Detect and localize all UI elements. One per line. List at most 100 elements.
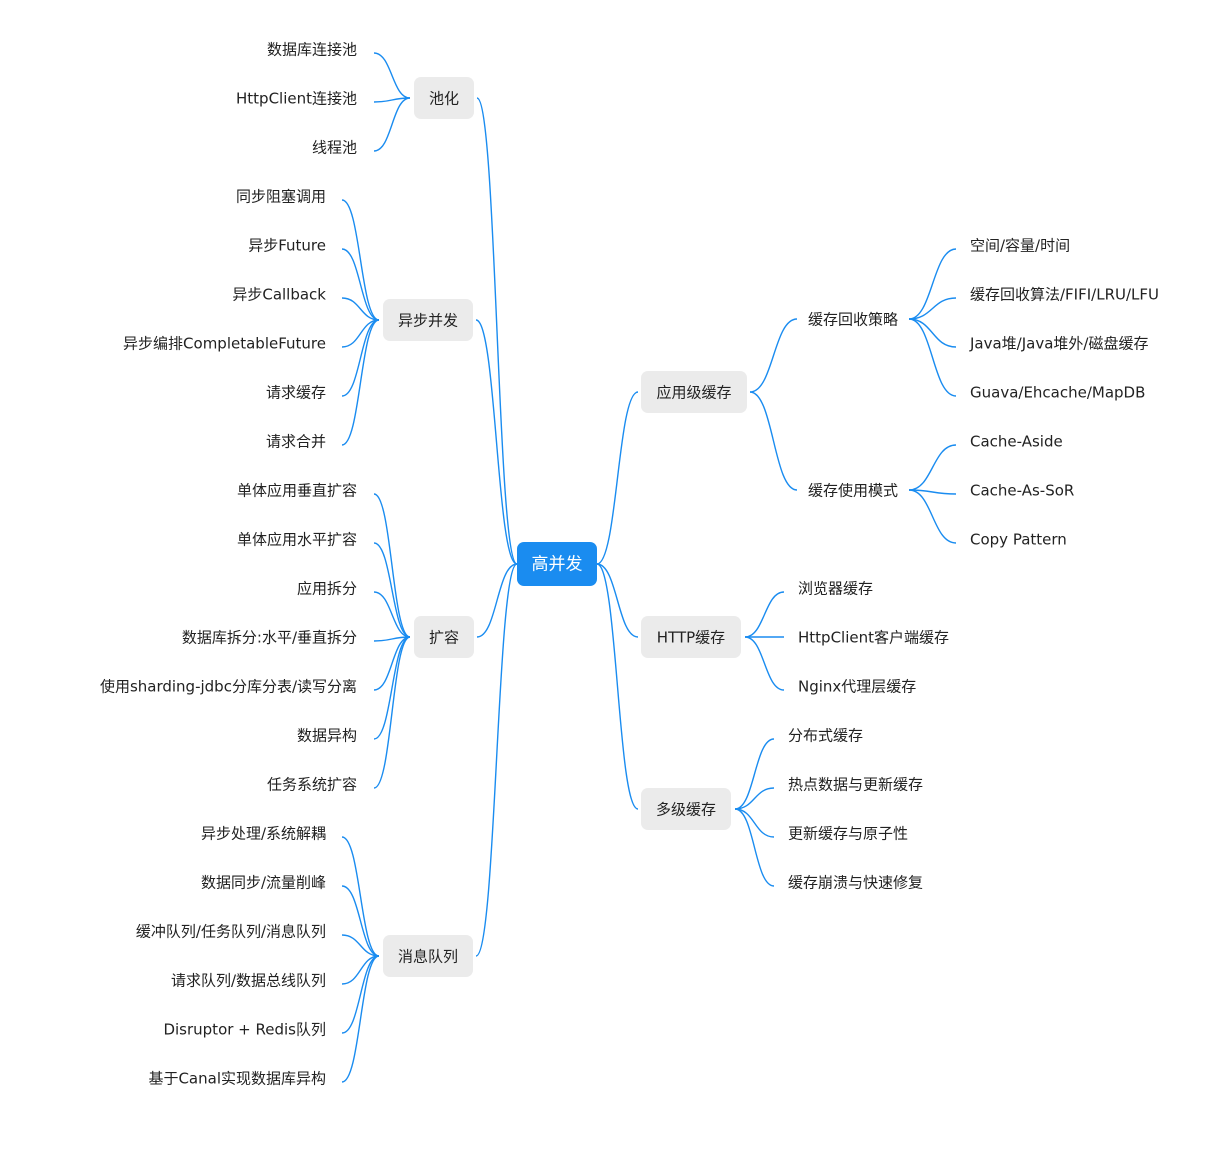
edge-left-2-6 xyxy=(373,636,411,789)
branch-left-0-box xyxy=(414,77,474,119)
branch-right-0-label: 应用级缓存 xyxy=(656,384,731,402)
leaf-left-3-1[interactable]: 数据同步/流量削峰 xyxy=(201,874,326,892)
root-node-label: 高并发 xyxy=(532,555,583,575)
leaf-left-2-5[interactable]: 数据异构 xyxy=(297,727,357,745)
branch-right-1-box xyxy=(641,616,741,658)
edge-left-3-0 xyxy=(341,836,380,957)
branch-left-2-label: 扩容 xyxy=(429,629,459,647)
leaf-left-2-1[interactable]: 单体应用水平扩容 xyxy=(237,531,357,549)
branch-left-1-label: 异步并发 xyxy=(398,312,458,330)
leaf-left-1-2[interactable]: 异步Callback xyxy=(232,286,326,304)
leaf-left-1-3[interactable]: 异步编排CompletableFuture xyxy=(123,335,326,353)
branch-right-1[interactable]: HTTP缓存 xyxy=(641,616,741,658)
leaf-left-0-2[interactable]: 线程池 xyxy=(312,139,357,157)
leaf-right-1-1[interactable]: HttpClient客户端缓存 xyxy=(798,629,949,647)
leaf-left-2-6[interactable]: 任务系统扩容 xyxy=(267,776,357,794)
edge-root-left-2 xyxy=(476,563,518,638)
branch-left-3-label: 消息队列 xyxy=(398,948,458,966)
edge-right-2-1 xyxy=(734,787,775,810)
leaf-left-3-0[interactable]: 异步处理/系统解耦 xyxy=(201,825,326,843)
leaf-right-0-0-0[interactable]: 空间/容量/时间 xyxy=(970,237,1070,255)
branch-right-0-box xyxy=(641,371,747,413)
branch-right-2-box xyxy=(641,788,731,830)
leaf-right-2-2[interactable]: 更新缓存与原子性 xyxy=(788,825,908,843)
edge-left-1-4 xyxy=(341,319,380,397)
edge-left-2-0 xyxy=(373,493,411,638)
leaf-left-0-0[interactable]: 数据库连接池 xyxy=(267,41,357,59)
leaf-left-2-3[interactable]: 数据库拆分:水平/垂直拆分 xyxy=(182,629,357,647)
branch-right-0[interactable]: 应用级缓存 xyxy=(641,371,747,413)
edge-left-3-5 xyxy=(341,955,380,1083)
root-node-box xyxy=(517,542,597,586)
edge-root-right-2 xyxy=(596,563,639,810)
leaf-right-2-0[interactable]: 分布式缓存 xyxy=(788,727,863,745)
branch-right-2-label: 多级缓存 xyxy=(656,801,716,819)
leaf-left-0-1[interactable]: HttpClient连接池 xyxy=(236,90,357,108)
leaf-right-2-3[interactable]: 缓存崩溃与快速修复 xyxy=(788,874,923,892)
branch-left-3-box xyxy=(383,935,473,977)
edge-right-0-0-2 xyxy=(908,318,957,348)
branch-left-0-label: 池化 xyxy=(429,90,459,108)
leaf-right-0-0-1[interactable]: 缓存回收算法/FIFI/LRU/LFU xyxy=(970,286,1159,304)
leaf-right-0-1-2[interactable]: Copy Pattern xyxy=(970,531,1067,549)
edge-right-0-0-1 xyxy=(908,297,957,320)
edge-left-1-1 xyxy=(341,248,380,321)
edge-left-2-1 xyxy=(373,542,411,638)
leaf-left-1-0[interactable]: 同步阻塞调用 xyxy=(236,188,326,206)
edge-right-2-0 xyxy=(734,738,775,810)
leaf-left-2-0[interactable]: 单体应用垂直扩容 xyxy=(237,482,357,500)
edge-left-0-2 xyxy=(373,97,411,152)
leaf-right-1-0[interactable]: 浏览器缓存 xyxy=(798,580,873,598)
edge-root-left-0 xyxy=(476,97,518,565)
edge-right-0-1-0 xyxy=(908,444,957,491)
branch-left-1[interactable]: 异步并发 xyxy=(383,299,473,341)
edge-right-0-0 xyxy=(749,318,798,393)
edge-right-2-3 xyxy=(734,808,775,887)
edge-left-0-0 xyxy=(373,52,411,99)
edge-right-0-0-3 xyxy=(908,318,957,397)
edge-root-left-3 xyxy=(475,563,518,957)
edge-left-1-2 xyxy=(341,297,380,321)
edge-right-0-1-1 xyxy=(908,489,957,495)
edge-left-2-2 xyxy=(373,591,411,638)
leaf-left-3-3[interactable]: 请求队列/数据总线队列 xyxy=(171,972,326,990)
leaf-left-3-4[interactable]: Disruptor + Redis队列 xyxy=(163,1021,326,1039)
branch-left-3[interactable]: 消息队列 xyxy=(383,935,473,977)
branch-right-2[interactable]: 多级缓存 xyxy=(641,788,731,830)
edge-right-0-1-2 xyxy=(908,489,957,544)
root-node[interactable]: 高并发 xyxy=(517,542,597,586)
branch-left-1-box xyxy=(383,299,473,341)
edge-left-1-0 xyxy=(341,199,380,321)
branch-left-2[interactable]: 扩容 xyxy=(414,616,474,658)
edge-left-3-1 xyxy=(341,885,380,957)
leaf-left-1-4[interactable]: 请求缓存 xyxy=(266,384,326,402)
leaf-left-2-2[interactable]: 应用拆分 xyxy=(297,580,357,598)
edge-left-3-3 xyxy=(341,955,380,985)
leaf-right-1-2[interactable]: Nginx代理层缓存 xyxy=(798,678,916,696)
branch-left-0[interactable]: 池化 xyxy=(414,77,474,119)
leaf-left-2-4[interactable]: 使用sharding-jdbc分库分表/读写分离 xyxy=(100,678,357,696)
edge-left-3-4 xyxy=(341,955,380,1034)
leaf-left-3-5[interactable]: 基于Canal实现数据库异构 xyxy=(148,1070,326,1088)
subbranch-right-0-0[interactable]: 缓存回收策略 xyxy=(808,311,898,329)
edge-root-left-1 xyxy=(475,319,518,565)
leaf-right-0-1-1[interactable]: Cache-As-SoR xyxy=(970,482,1074,500)
leaf-right-0-0-3[interactable]: Guava/Ehcache/MapDB xyxy=(970,384,1145,402)
edge-right-1-0 xyxy=(744,591,785,638)
edge-left-1-5 xyxy=(341,319,380,446)
edge-left-2-4 xyxy=(373,636,411,691)
subbranch-right-0-1[interactable]: 缓存使用模式 xyxy=(808,482,898,500)
leaf-right-0-1-0[interactable]: Cache-Aside xyxy=(970,433,1063,451)
leaf-left-1-5[interactable]: 请求合并 xyxy=(266,433,326,451)
edge-root-right-0 xyxy=(596,391,639,565)
leaf-right-2-1[interactable]: 热点数据与更新缓存 xyxy=(788,776,923,794)
edge-right-0-0-0 xyxy=(908,248,957,320)
leaf-left-1-1[interactable]: 异步Future xyxy=(248,237,326,255)
leaf-right-0-0-2[interactable]: Java堆/Java堆外/磁盘缓存 xyxy=(969,335,1148,353)
edge-right-0-1 xyxy=(749,391,798,491)
edge-left-0-1 xyxy=(373,97,411,103)
leaf-left-3-2[interactable]: 缓冲队列/任务队列/消息队列 xyxy=(136,923,326,941)
edge-root-right-1 xyxy=(596,563,639,638)
branch-right-1-label: HTTP缓存 xyxy=(657,629,725,647)
